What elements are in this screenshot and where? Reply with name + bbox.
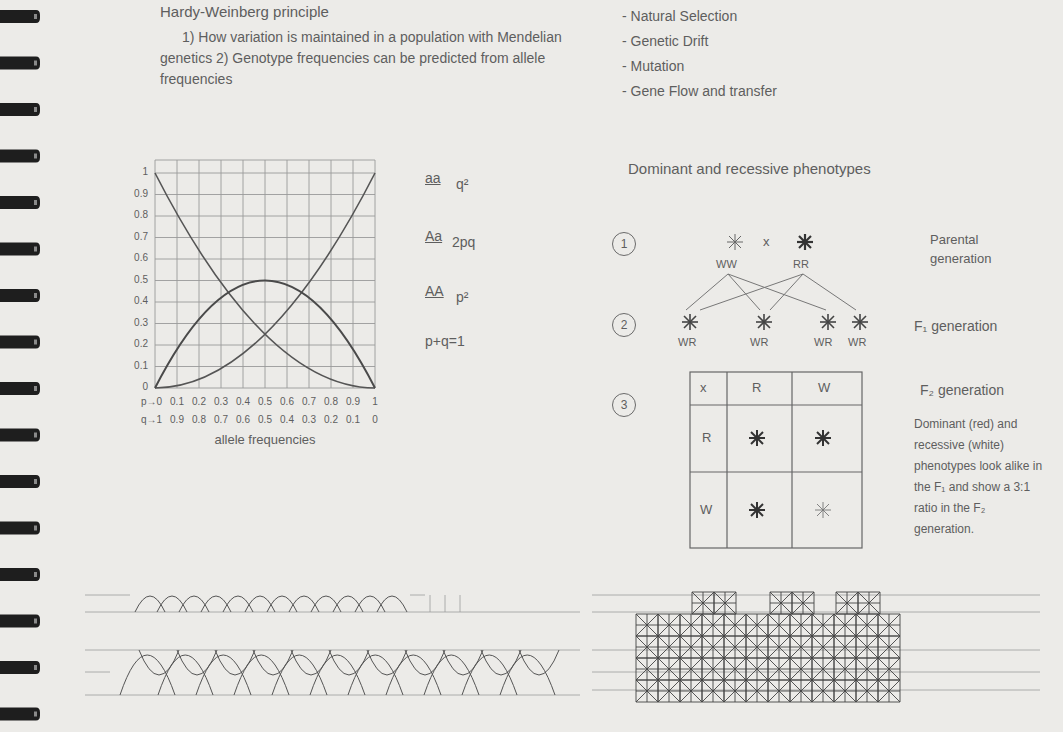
spiral-hole [34, 14, 37, 717]
genotype: RR [793, 258, 809, 271]
circled-number: 3 [612, 393, 636, 417]
chart-grid [155, 160, 375, 388]
formula: p+q=1 [425, 333, 465, 350]
p-squared-curve [155, 173, 375, 388]
scallop-pattern [120, 596, 559, 695]
section-heading: Dominant and recessive phenotypes [628, 160, 871, 178]
cross-lines [686, 274, 856, 310]
step-number: 3 [621, 398, 628, 412]
list-item: - Mutation [622, 58, 684, 75]
axis-tick: 0.7 [209, 414, 233, 426]
step-number: 1 [621, 237, 628, 251]
punnett-grid [690, 372, 862, 548]
genotype: AA [425, 283, 444, 300]
axis-tick: 0.8 [187, 414, 211, 426]
genotype: Aa [425, 228, 442, 245]
axis-tick: 0.6 [275, 396, 299, 408]
genotype: WR [678, 336, 696, 349]
axis-title: allele frequencies [185, 432, 345, 448]
flower-symbol [756, 314, 772, 330]
table-cell: W [700, 502, 712, 518]
two-pq-curve [155, 281, 375, 389]
axis-tick: 0.2 [112, 338, 148, 350]
formula: q² [456, 176, 468, 193]
genotype: WR [848, 336, 866, 349]
genotype: WR [814, 336, 832, 349]
axis-tick: p→0 [116, 396, 162, 408]
list-item: - Gene Flow and transfer [622, 83, 777, 100]
axis-tick: 0 [363, 414, 387, 426]
list-item: - Natural Selection [622, 8, 737, 25]
axis-tick: 0.9 [165, 414, 189, 426]
genotype: WR [750, 336, 768, 349]
q-squared-curve [155, 173, 375, 388]
axis-tick: q→1 [116, 414, 162, 426]
note-text: Dominant (red) and recessive (white) phe… [914, 414, 1046, 540]
axis-tick: 0.7 [297, 396, 321, 408]
axis-tick: 0.5 [253, 396, 277, 408]
lattice-pattern [636, 592, 900, 702]
axis-tick: 0.3 [297, 414, 321, 426]
formula: 2pq [452, 234, 475, 251]
axis-tick: 0.2 [187, 396, 211, 408]
note-text: 1) How variation is maintained in a popu… [160, 27, 570, 90]
circled-number: 2 [612, 313, 636, 337]
table-cell: R [752, 380, 761, 396]
flower-symbol [852, 314, 868, 330]
axis-tick: 0.9 [112, 188, 148, 200]
flower-symbol [749, 430, 765, 446]
step-number: 2 [621, 318, 628, 332]
axis-tick: 0.4 [231, 396, 255, 408]
axis-tick: 0.1 [165, 396, 189, 408]
axis-tick: 1 [363, 396, 387, 408]
table-cell: W [818, 380, 830, 396]
flower-symbol [749, 502, 765, 518]
list-item: - Genetic Drift [622, 33, 708, 50]
flower-symbol [727, 234, 743, 250]
axis-tick: 0.4 [112, 295, 148, 307]
axis-tick: 0.7 [112, 231, 148, 243]
axis-tick: 0.2 [319, 414, 343, 426]
flower-symbol [682, 314, 698, 330]
axis-tick: 0.1 [341, 414, 365, 426]
circled-number: 1 [612, 232, 636, 256]
flower-symbol [820, 314, 836, 330]
axis-tick: 0.8 [319, 396, 343, 408]
cross-sign: x [763, 234, 770, 250]
axis-tick: 0.8 [112, 209, 148, 221]
generation-label: Parental generation [930, 230, 1020, 268]
spiral-binding [0, 10, 40, 721]
flower-symbol [815, 430, 831, 446]
axis-tick: 0.6 [112, 252, 148, 264]
axis-tick: 0.6 [231, 414, 255, 426]
axis-tick: 0.3 [209, 396, 233, 408]
table-cell: R [702, 430, 711, 446]
genotype: aa [425, 170, 441, 187]
generation-label: F₂ generation [920, 382, 1004, 399]
flower-symbol [797, 234, 813, 250]
axis-tick: 0.1 [112, 360, 148, 372]
axis-tick: 0.5 [253, 414, 277, 426]
axis-tick: 0.3 [112, 317, 148, 329]
formula: p² [456, 289, 468, 306]
page-title: Hardy-Weinberg principle [160, 3, 329, 21]
table-cell: x [700, 380, 707, 396]
genotype: WW [716, 258, 737, 271]
axis-tick: 1 [112, 166, 148, 178]
axis-tick: 0 [112, 381, 148, 393]
axis-tick: 0.9 [341, 396, 365, 408]
axis-tick: 0.5 [112, 274, 148, 286]
flower-symbol [815, 502, 831, 518]
axis-tick: 0.4 [275, 414, 299, 426]
generation-label: F₁ generation [914, 318, 997, 335]
